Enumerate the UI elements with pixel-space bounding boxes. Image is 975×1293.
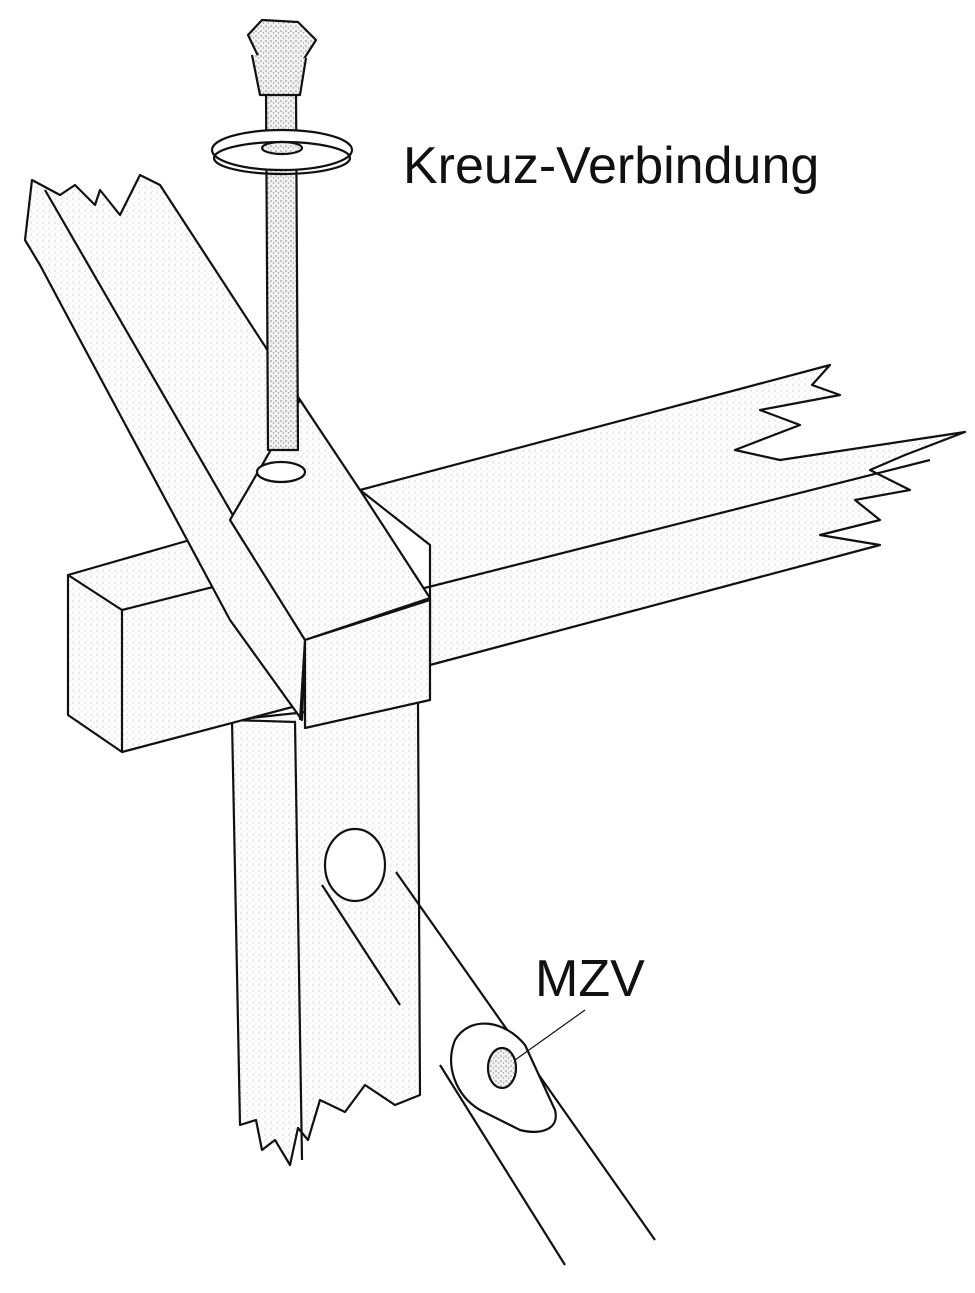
vertical-post	[230, 698, 422, 1167]
diagram-title: Kreuz-Verbindung	[403, 137, 820, 195]
bolt-hole	[255, 460, 307, 484]
horizontal-beam	[358, 363, 967, 667]
mzv-leader-line	[514, 1009, 586, 1061]
bolt	[210, 18, 354, 452]
block-top-face	[228, 398, 432, 730]
mzv-washer	[450, 1022, 557, 1133]
post-hole	[323, 827, 387, 903]
part-label-mzv: MZV	[535, 950, 645, 1008]
